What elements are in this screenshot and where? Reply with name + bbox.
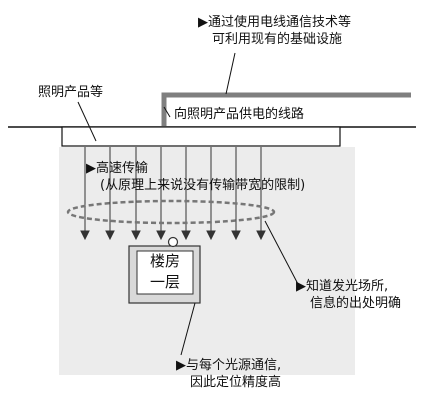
receiver-label-line1: 楼房 bbox=[149, 252, 180, 270]
lighting-products-label: 照明产品等 bbox=[38, 84, 103, 101]
receiver-device bbox=[128, 236, 201, 304]
leader-lines bbox=[77, 52, 300, 356]
power-line-text: 向照明产品供电的线路 bbox=[174, 107, 305, 122]
location-note: ▶知道发光场所, 信息的出处明确 bbox=[296, 278, 401, 312]
location-note-line1: ▶知道发光场所, bbox=[296, 279, 389, 294]
accuracy-note-line2: 因此定位精度高 bbox=[190, 375, 282, 390]
power-supply-line bbox=[161, 92, 411, 126]
receiver-label: 楼房 一层 bbox=[137, 251, 193, 293]
power-line-label: 向照明产品供电的线路 bbox=[174, 106, 304, 123]
light-arrows bbox=[80, 147, 266, 241]
receiver-sensor bbox=[167, 236, 179, 248]
location-note-line2: 信息的出处明确 bbox=[310, 296, 402, 311]
accuracy-note: ▶与每个光源通信, 因此定位精度高 bbox=[176, 357, 281, 391]
infra-reuse-note: ▶通过使用电线通信技术等 可利用现有的基础设施 bbox=[198, 14, 351, 48]
high-speed-note: ▶高速传输 (从原理上来说没有传输带宽的限制) bbox=[86, 160, 305, 194]
signal-range-ellipse bbox=[66, 199, 276, 225]
accuracy-note-line1: ▶与每个光源通信, bbox=[176, 358, 282, 373]
lighting-fixture bbox=[61, 126, 341, 147]
infra-note-line2: 可利用现有的基础设施 bbox=[212, 32, 343, 47]
receiver-label-line2: 一层 bbox=[149, 273, 180, 291]
infra-note-line1: ▶通过使用电线通信技术等 bbox=[198, 15, 351, 30]
lighting-products-text: 照明产品等 bbox=[38, 85, 104, 100]
high-speed-line2: (从原理上来说没有传输带宽的限制) bbox=[100, 178, 306, 193]
high-speed-line1: ▶高速传输 bbox=[86, 161, 148, 176]
light-coverage-area bbox=[59, 147, 355, 375]
